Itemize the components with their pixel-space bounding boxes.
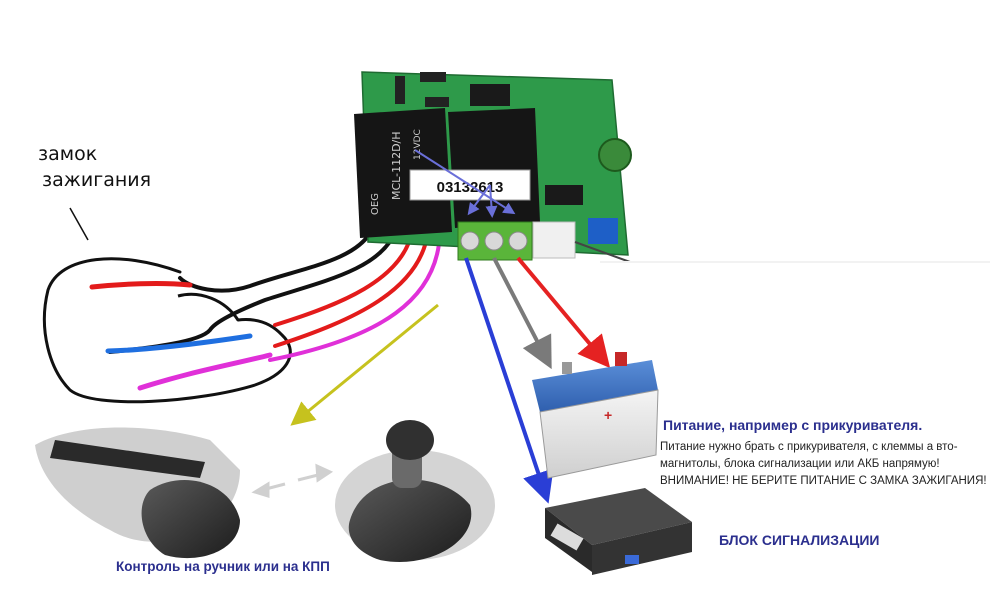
white-connector: [532, 221, 576, 259]
jumper-top: [420, 72, 446, 82]
relay-board: MCL-112D/H OEG 12VDC 03132613: [354, 71, 632, 263]
capacitor: [598, 138, 632, 172]
jumper-left: [395, 76, 405, 104]
arrow-gray: [492, 257, 552, 370]
screw-1: [460, 231, 480, 251]
gear-shifter: [335, 420, 495, 562]
relay-voltage-text: 12VDC: [413, 129, 423, 160]
magenta-wire-end: [137, 352, 273, 391]
power-note-line1: Питание нужно брать с прикуривателя, с к…: [660, 441, 958, 453]
control-label: Контроль на ручник или на КПП: [116, 559, 330, 574]
screw-3: [508, 231, 528, 251]
ignition-wires: [89, 228, 442, 391]
handbrake-boot: [141, 480, 240, 559]
ignition-label-line2: зажигания: [42, 169, 152, 191]
relay-left: [354, 108, 452, 238]
arrow-olive: [290, 303, 439, 426]
header-pins: [545, 185, 583, 205]
alarm-unit-label: БЛОК СИГНАЛИЗАЦИИ: [719, 532, 880, 548]
power-note-line2: магнитолы, блока сигнализации или АКБ на…: [660, 458, 940, 470]
battery-plus-terminal: [615, 352, 627, 366]
gear-knob: [386, 420, 434, 460]
screw-2: [484, 231, 504, 251]
signal-arrows: [290, 256, 611, 504]
relay-model-text: MCL-112D/H: [390, 131, 403, 200]
power-title: Питание, например с прикуривателя.: [663, 417, 923, 433]
relay-brand-text: OEG: [370, 193, 381, 215]
relay-right: [448, 108, 540, 228]
trimmer: [588, 218, 618, 244]
power-note-line3: ВНИМАНИЕ! НЕ БЕРИТЕ ПИТАНИЕ С ЗАМКА ЗАЖИ…: [660, 475, 987, 487]
red-wire-end: [89, 281, 193, 290]
chip: [470, 84, 510, 106]
alarm-unit: [545, 488, 692, 575]
handbrake: [35, 427, 240, 559]
arrow-blue: [464, 257, 554, 504]
handbrake-lever: [50, 440, 205, 478]
link-arrows: [251, 463, 334, 499]
white-wire: [574, 241, 631, 263]
arrow-red: [516, 256, 611, 369]
jumper-mid: [425, 97, 449, 107]
blue-wire-end: [105, 333, 253, 354]
battery-plus-sign: +: [604, 407, 612, 423]
pointer-arrows: [414, 149, 516, 218]
ignition-label-line1: замок: [38, 143, 98, 165]
serial-number: 03132613: [437, 179, 504, 196]
battery: +: [532, 352, 659, 479]
